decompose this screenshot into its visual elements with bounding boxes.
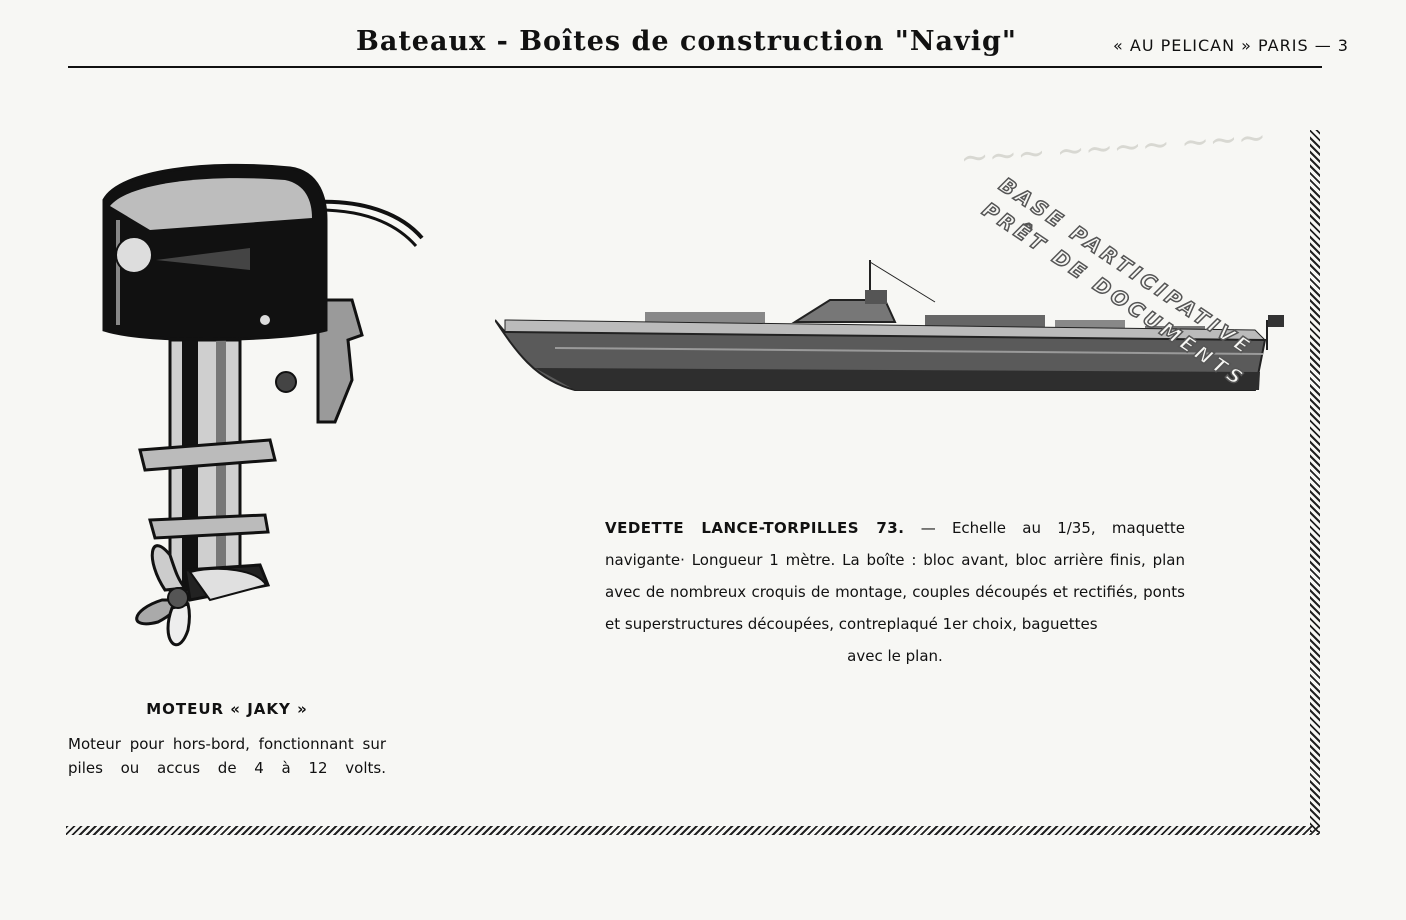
boat-description-tail: avec le plan.	[847, 647, 943, 665]
motor-caption: MOTEUR « JAKY » Moteur pour hors-bord, f…	[68, 700, 386, 780]
decorative-border-right	[1310, 130, 1320, 832]
motor-description: Moteur pour hors-bord, fonctionnant sur …	[68, 735, 386, 777]
page-title: Bateaux - Boîtes de construction "Navig"	[356, 26, 1017, 57]
torpedo-boat-illustration	[495, 260, 1284, 391]
boat-description: VEDETTE LANCE-TORPILLES 73. — Echelle au…	[605, 512, 1185, 672]
publisher-and-page-number: « AU PELICAN » PARIS — 3	[1113, 36, 1349, 55]
outboard-motor-illustration	[102, 163, 424, 647]
motor-title: MOTEUR « JAKY »	[146, 700, 308, 718]
decorative-border-bottom	[66, 826, 1320, 835]
boat-title: VEDETTE LANCE-TORPILLES 73.	[605, 519, 905, 537]
faint-handwriting: ~~~ ~~~~ ~~~	[958, 117, 1268, 179]
boat-description-text: — Echelle au 1/35, maquette navigante· L…	[605, 519, 1185, 633]
page-header: Bateaux - Boîtes de construction "Navig"…	[68, 22, 1348, 68]
